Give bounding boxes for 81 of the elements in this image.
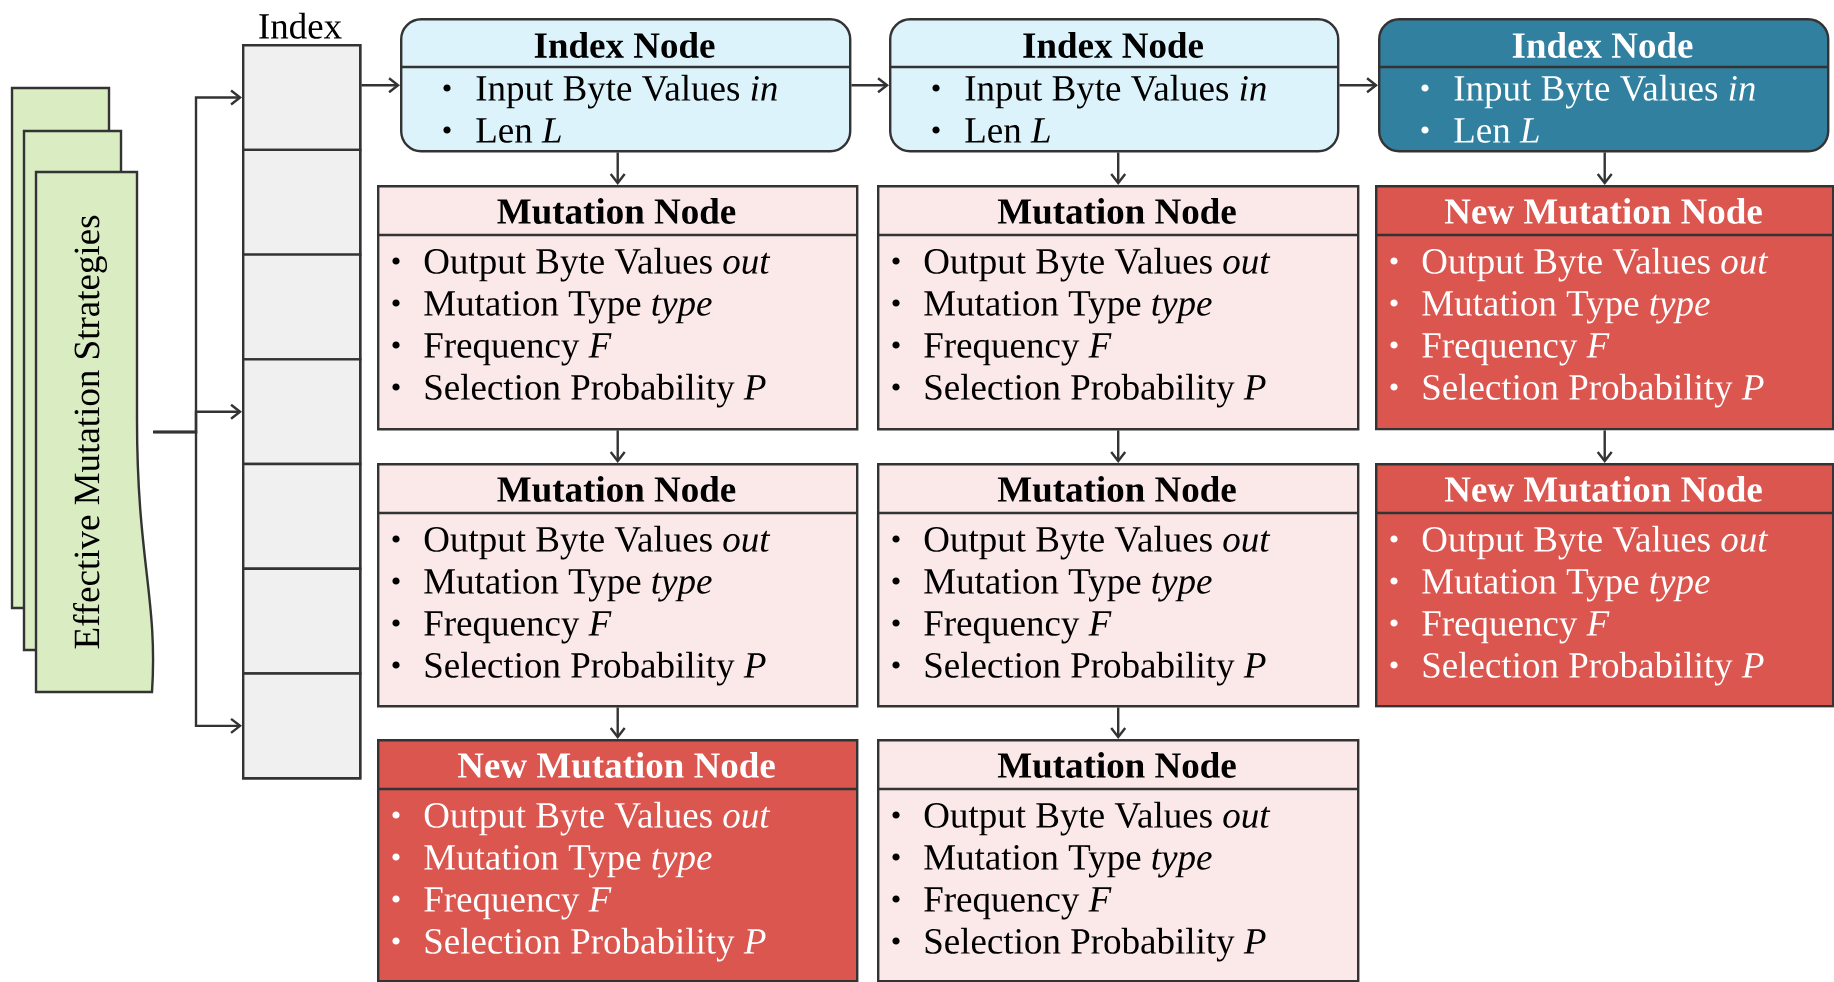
list-item: Mutation Type type [892,569,1212,602]
array-cell [242,44,362,152]
list-item: Output Byte Values out [392,525,771,560]
list-item: Frequency F [892,611,1112,644]
list-item: Frequency F [892,887,1112,920]
list-item: Selection Probability P [392,927,766,962]
list-item: Selection Probability P [392,651,766,686]
index-node-box [1378,18,1830,153]
index-node-box [889,18,1340,153]
list-item: Frequency F [392,333,612,366]
node-heading: New Mutation Node [1444,475,1762,503]
list-item: Frequency F [1390,333,1610,366]
arrow [1110,152,1127,185]
arrow [609,430,626,463]
arrow [851,77,889,94]
list-item: Frequency F [392,887,612,920]
array-cell [242,672,362,780]
node-heading: Mutation Node [997,197,1236,225]
list-item: Selection Probability P [1390,373,1764,408]
node-label: Index [259,12,342,39]
list-item: Len L [932,118,1050,143]
array-cell [242,253,362,361]
node-heading: Mutation Node [497,475,736,503]
node-heading: Mutation Node [997,475,1236,503]
list-item: Output Byte Values out [892,801,1271,836]
arrow [1110,430,1127,463]
list-item: Output Byte Values out [892,525,1271,560]
list-item: Frequency F [392,611,612,644]
arrow [153,430,242,734]
list-item: Output Byte Values out [892,247,1271,282]
mutation-node-box [377,463,859,708]
list-item: Mutation Type type [892,291,1212,324]
node-heading: Index Node [534,32,715,58]
index-node-box [400,18,852,153]
arrow [361,77,400,94]
mutation-node-box [377,739,859,982]
list-item: Selection Probability P [892,373,1266,408]
mutation-node-box [877,739,1360,982]
mutation-node-box [1375,185,1834,431]
arrow [609,707,626,739]
list-item: Input Byte Values in [443,74,777,109]
node-heading: Mutation Node [497,197,736,225]
arrow [609,152,626,185]
list-item: Output Byte Values out [392,801,771,836]
list-item: Output Byte Values out [1390,525,1769,560]
mutation-node-box [1375,463,1834,708]
list-item: Output Byte Values out [1390,247,1769,282]
node-heading: New Mutation Node [1444,197,1762,225]
list-item: Mutation Type type [1390,291,1710,324]
arrow [1596,152,1613,185]
arrow [1596,430,1613,463]
node-heading: Index Node [1023,32,1203,58]
list-item: Input Byte Values in [1421,74,1755,109]
mutation-node-box [877,185,1360,431]
list-item: Output Byte Values out [392,247,771,282]
array-cell [242,358,362,466]
node-heading: Index Node [1512,32,1693,58]
arrow [1110,707,1127,739]
mutation-node-box [877,463,1360,708]
list-item: Selection Probability P [392,373,766,408]
list-item: Frequency F [892,333,1112,366]
list-item: Selection Probability P [892,927,1266,962]
list-item: Mutation Type type [892,845,1212,878]
array-cell [242,462,362,570]
document-stack: Effective Mutation Strategies [10,86,155,694]
list-item: Mutation Type type [392,569,712,602]
list-item: Mutation Type type [1390,569,1710,602]
list-item: Len L [1421,118,1539,143]
list-item: Frequency F [1390,611,1610,644]
list-item: Mutation Type type [392,291,712,324]
array-cell [242,567,362,675]
array-cell [242,148,362,256]
list-item: Selection Probability P [1390,651,1764,686]
node-heading: New Mutation Node [457,751,775,779]
mutation-node-box [377,185,859,431]
node-heading: Mutation Node [997,751,1236,779]
list-item: Len L [443,118,561,143]
arrow [1339,77,1378,94]
list-item: Mutation Type type [392,845,712,878]
list-item: Selection Probability P [892,651,1266,686]
list-item: Input Byte Values in [932,74,1266,109]
